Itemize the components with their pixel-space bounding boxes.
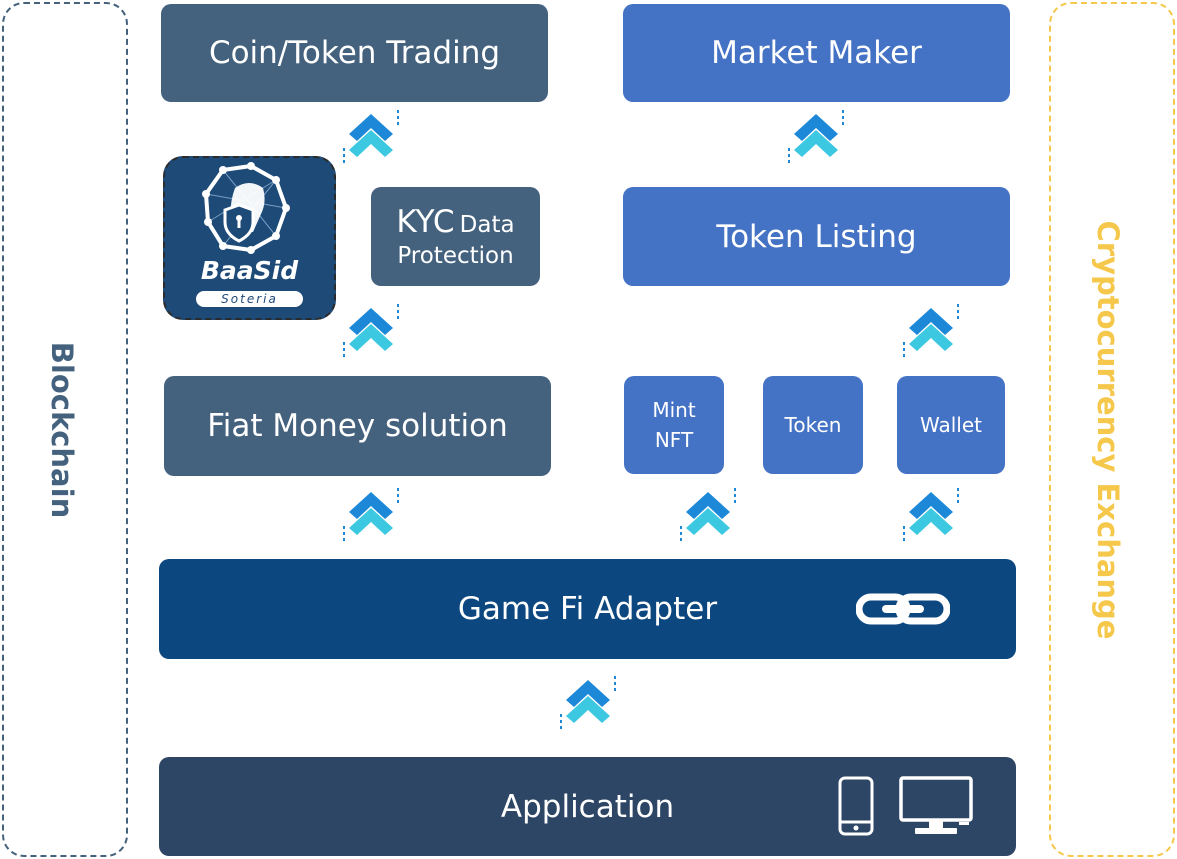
double-chevron-up-icon xyxy=(903,302,963,362)
blockchain-frame xyxy=(2,2,128,857)
wallet-label: Wallet xyxy=(919,413,982,437)
fiat-money-label: Fiat Money solution xyxy=(207,408,508,444)
game-fi-adapter-box: Game Fi Adapter xyxy=(159,559,1016,659)
application-label: Application xyxy=(500,788,675,825)
cryptocurrency-exchange-label: Cryptocurrency Exchange xyxy=(1091,220,1125,640)
monitor-icon xyxy=(899,776,973,834)
kyc-data-label: Data xyxy=(459,211,515,238)
token-listing-label: Token Listing xyxy=(716,218,917,255)
token-label: Token xyxy=(784,413,842,437)
baasid-logo-name: BaaSid xyxy=(200,256,299,285)
double-chevron-up-icon xyxy=(788,108,848,168)
market-maker-box: Market Maker xyxy=(623,4,1010,102)
baasid-logo: BaaSid Soteria xyxy=(163,156,336,320)
kyc-protection-label: Protection xyxy=(397,242,514,269)
soteria-emblem-icon xyxy=(202,162,290,254)
mint-nft-box: Mint NFT xyxy=(624,376,724,474)
application-box: Application xyxy=(159,757,1016,856)
wallet-box: Wallet xyxy=(897,376,1005,474)
game-fi-adapter-label: Game Fi Adapter xyxy=(457,591,718,627)
double-chevron-up-icon xyxy=(343,486,403,546)
coin-token-trading-box: Coin/Token Trading xyxy=(161,4,548,102)
double-chevron-up-icon xyxy=(343,302,403,362)
mint-label: Mint xyxy=(652,398,696,422)
double-chevron-up-icon xyxy=(680,486,740,546)
double-chevron-up-icon xyxy=(560,674,620,734)
fiat-money-solution-box: Fiat Money solution xyxy=(164,376,551,476)
kyc-label: KYC xyxy=(396,203,455,240)
token-box: Token xyxy=(763,376,863,474)
blockchain-label: Blockchain xyxy=(45,341,79,519)
double-chevron-up-icon xyxy=(343,108,403,168)
baasid-logo-subtitle: Soteria xyxy=(196,291,303,307)
coin-token-trading-label: Coin/Token Trading xyxy=(208,35,501,71)
market-maker-label: Market Maker xyxy=(711,35,922,71)
double-chevron-up-icon xyxy=(903,486,963,546)
smartphone-icon xyxy=(838,776,874,836)
token-listing-box: Token Listing xyxy=(623,187,1010,286)
nft-label: NFT xyxy=(654,428,694,452)
chain-link-icon xyxy=(856,593,950,625)
cryptocurrency-exchange-frame xyxy=(1049,2,1175,857)
kyc-data-protection-box: KYC Data Protection xyxy=(371,187,540,286)
kyc-line1: KYC Data xyxy=(396,203,514,242)
